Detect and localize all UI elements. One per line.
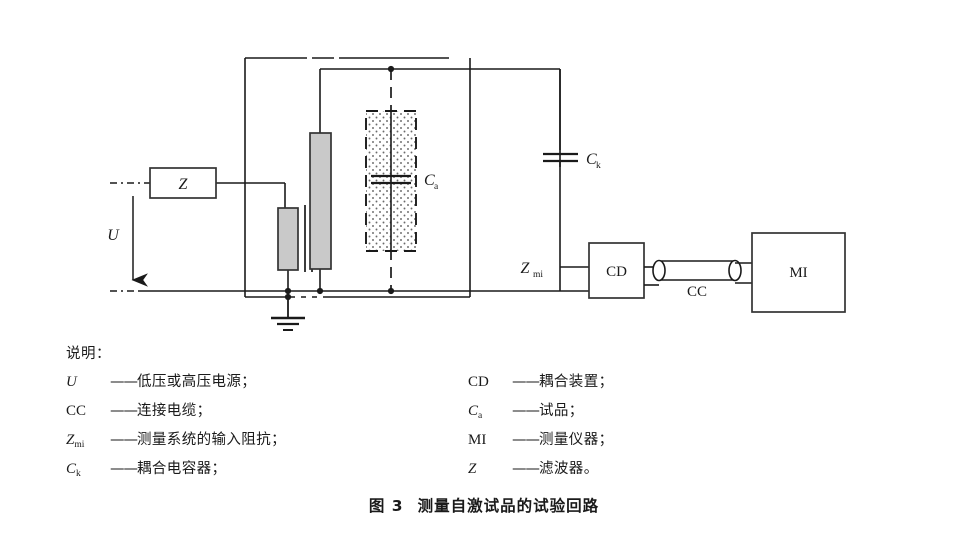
legend-dash: —— (110, 403, 138, 419)
coupling-device-label: CD (606, 264, 627, 280)
legend-description: 低压或高压电源； (137, 374, 257, 390)
coupling-cap-subscript: k (596, 161, 601, 171)
coupling-device-box: CD (588, 242, 645, 299)
legend-symbol: Z (468, 461, 477, 477)
legend-symbol: Ca (468, 403, 483, 421)
connecting-cable-group: CC (644, 259, 752, 300)
legend-description: 滤波器。 (539, 461, 599, 477)
test-object-group: C a (365, 65, 439, 295)
legend-title: 说明： (66, 346, 111, 362)
junction-dot (387, 287, 395, 295)
earth-ground-symbol (271, 297, 305, 331)
legend-dash: —— (512, 432, 540, 448)
supply-line-upper (110, 182, 286, 208)
legend-dash: —— (512, 403, 540, 419)
connecting-cable-label: CC (687, 284, 707, 300)
legend-description: 耦合装置； (539, 374, 614, 390)
legend-symbol: Zmi (66, 432, 85, 450)
legend-symbol: MI (468, 432, 487, 448)
cd-input-leads (560, 266, 589, 292)
legend-symbol: Ck (66, 461, 81, 479)
damping-resistor-small (277, 207, 299, 291)
coupling-cap-label: C (586, 151, 597, 168)
legend-dash: —— (110, 374, 138, 390)
outer-loop-rail (244, 57, 471, 297)
circuit-schematic: Z U (107, 57, 846, 331)
legend-block: 说明： U —— 低压或高压电源； CC —— 连接电缆； Zmi —— 测量系… (0, 338, 968, 488)
test-object-cap-label: C (424, 172, 435, 189)
legend-symbol: CD (468, 374, 489, 390)
legend-description: 连接电缆； (137, 403, 212, 419)
input-impedance-subscript: mi (533, 270, 543, 280)
junction-dots (284, 287, 324, 301)
measuring-instrument-box: MI (751, 232, 846, 313)
test-object-cap-subscript: a (434, 182, 439, 192)
caption-text: 测量自激试品的试验回路 (417, 497, 600, 515)
legend-item: Zmi —— 测量系统的输入阻抗； (66, 428, 466, 457)
legend-item: MI —— 测量仪器； (468, 428, 888, 457)
measuring-instrument-label: MI (789, 265, 807, 281)
figure-caption: 图 3 测量自激试品的试验回路 (0, 494, 968, 516)
legend-description: 测量仪器； (539, 432, 614, 448)
legend-item: U —— 低压或高压电源； (66, 370, 466, 399)
legend-dash: —— (512, 374, 540, 390)
filter-box-label: Z (179, 176, 189, 193)
legend-dash: —— (110, 461, 138, 477)
input-impedance-label: Z (521, 260, 531, 277)
legend-item: CC —— 连接电缆； (66, 399, 466, 428)
test-object-capacitor (371, 174, 411, 185)
legend-item: CD —— 耦合装置； (468, 370, 888, 399)
filter-box-z: Z (149, 167, 217, 199)
return-rail (110, 267, 561, 292)
coupling-capacitor-group: C k (543, 69, 601, 267)
legend-column-right: CD —— 耦合装置； Ca —— 试品； MI —— 测量仪器； Z —— 滤… (468, 370, 888, 486)
input-impedance-label-group: Z mi (521, 260, 544, 280)
legend-symbol: U (66, 374, 77, 390)
voltage-arrow-group: U (107, 196, 148, 287)
legend-symbol: CC (66, 403, 87, 419)
legend-description: 试品； (539, 403, 584, 419)
legend-item: Ca —— 试品； (468, 399, 888, 428)
legend-description: 耦合电容器； (137, 461, 227, 477)
inner-loop-rail (319, 68, 561, 150)
legend-dash: —— (512, 461, 540, 477)
legend-column-left: U —— 低压或高压电源； CC —— 连接电缆； Zmi —— 测量系统的输入… (66, 370, 466, 486)
junction-dot (387, 65, 395, 73)
legend-item: Ck —— 耦合电容器； (66, 457, 466, 486)
legend-description: 测量系统的输入阻抗； (137, 432, 286, 448)
legend-dash: —— (110, 432, 138, 448)
damping-resistor-tall (309, 132, 332, 291)
caption-number: 图 3 (368, 497, 404, 515)
legend-item: Z —— 滤波器。 (468, 457, 888, 486)
voltage-arrow-label: U (107, 227, 120, 244)
